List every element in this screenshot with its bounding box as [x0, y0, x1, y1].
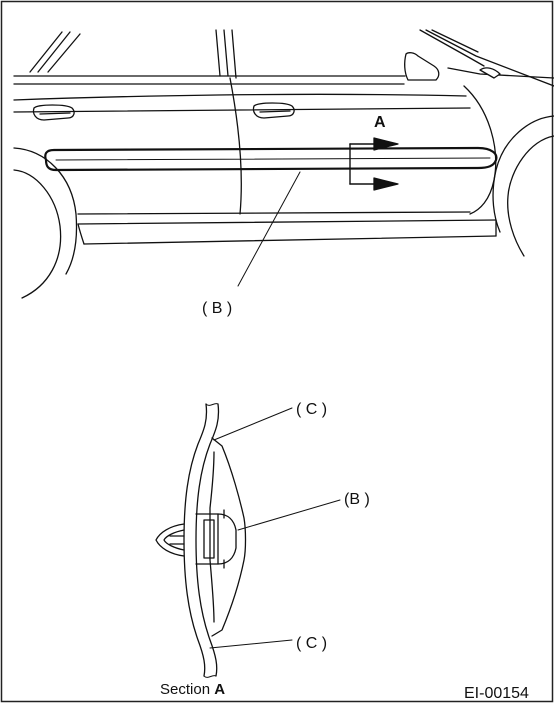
hood-line — [447, 67, 554, 79]
rear-door-handle — [32, 104, 75, 121]
body-side-molding — [44, 146, 498, 172]
molding-label-b: ( B ) — [202, 300, 232, 317]
section-label-c-bottom: ( C ) — [296, 635, 327, 652]
front-door-handle — [252, 102, 295, 119]
leader-line-b-section — [237, 499, 341, 531]
wiper — [479, 67, 501, 79]
section-a-view — [155, 403, 341, 678]
body-side-molding-inner — [55, 157, 491, 161]
rear-wheel — [13, 169, 62, 299]
section-a-label: A — [374, 114, 386, 131]
door-panel-outer — [183, 403, 208, 677]
side-sill-bottom — [83, 235, 497, 245]
side-mirror — [404, 52, 440, 81]
leader-line-c-top — [213, 407, 293, 441]
section-a-marker — [349, 137, 399, 191]
section-caption-prefix: Section — [160, 681, 214, 698]
b-pillar — [215, 29, 237, 79]
body-character-line — [13, 107, 471, 113]
car-side-view — [13, 29, 554, 299]
body-beltline — [13, 93, 467, 101]
door-bottom — [77, 211, 471, 215]
clip-body — [195, 513, 219, 565]
figure-id: EI-00154 — [464, 685, 529, 702]
front-wheel — [507, 135, 554, 257]
rear-wheel-arch — [13, 147, 78, 275]
front-wheel-arch — [492, 115, 554, 233]
clip-inner — [203, 519, 215, 559]
front-window-frame — [419, 29, 554, 87]
molding-body — [211, 437, 247, 637]
rear-pillar — [29, 31, 81, 73]
section-label-c-top: ( C ) — [296, 401, 327, 418]
door-seam — [229, 77, 242, 215]
side-sill-top — [77, 219, 497, 225]
door-panel-inner — [195, 403, 220, 677]
leader-line-c-bottom — [209, 639, 293, 649]
clip-head — [155, 523, 185, 557]
section-caption-letter: A — [214, 681, 225, 698]
section-label-b: (B ) — [344, 491, 370, 508]
leader-line-b — [237, 171, 301, 287]
molding-inner-surface — [209, 451, 215, 623]
section-caption: Section A — [160, 681, 225, 698]
